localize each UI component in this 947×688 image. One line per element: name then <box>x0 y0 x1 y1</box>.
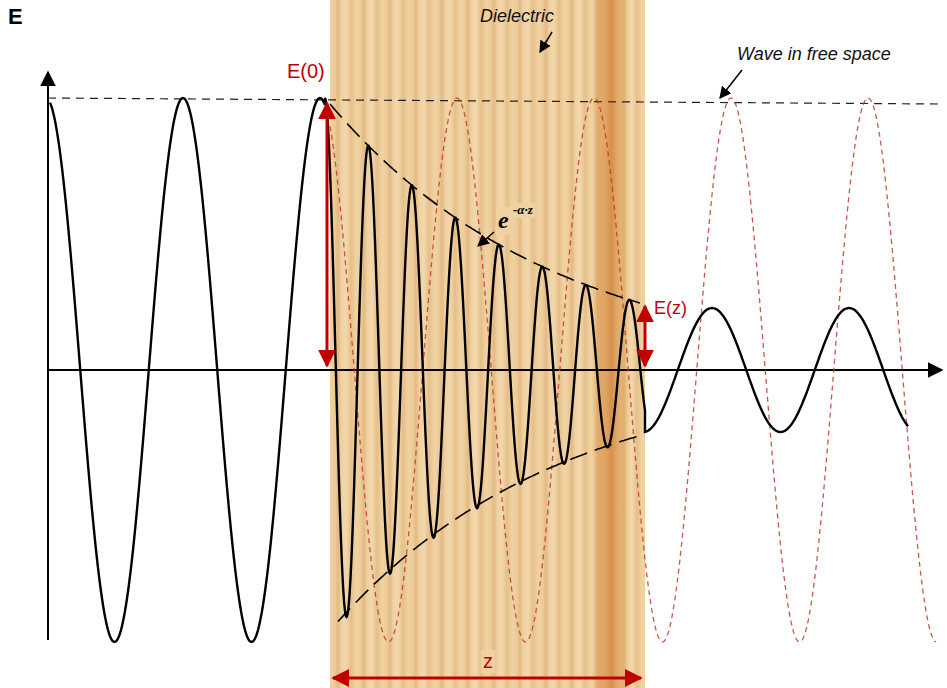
amplitude-label: E(0) <box>287 60 325 83</box>
free-space-wave <box>330 98 936 642</box>
leader-line <box>540 32 552 52</box>
decay-formula: e <box>496 207 511 235</box>
wave-label: Wave in free space <box>735 44 893 65</box>
thickness-label: z <box>481 650 495 673</box>
amplitude-arrow <box>326 103 329 366</box>
thickness-arrow <box>333 677 641 680</box>
decay-exponent: -α·z <box>511 203 535 218</box>
material-label: Dielectric <box>480 6 554 27</box>
attenuated-wave <box>50 98 908 642</box>
amplitude-label: E(z) <box>652 298 689 319</box>
y-axis <box>47 72 49 640</box>
leader-line <box>720 70 742 98</box>
amplitude-arrow <box>644 306 647 366</box>
axis-label: E <box>8 4 23 29</box>
leader-line <box>478 232 494 246</box>
x-axis <box>48 369 942 371</box>
